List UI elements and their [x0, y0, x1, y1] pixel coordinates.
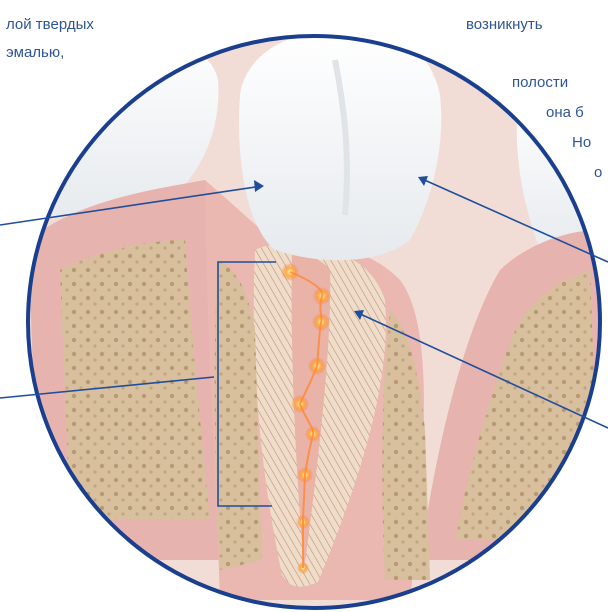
tooth-cross-section-illustration: [0, 0, 608, 612]
tooth-illustration-panel: лой твердых эмалью, возникнуть полости о…: [0, 0, 608, 612]
